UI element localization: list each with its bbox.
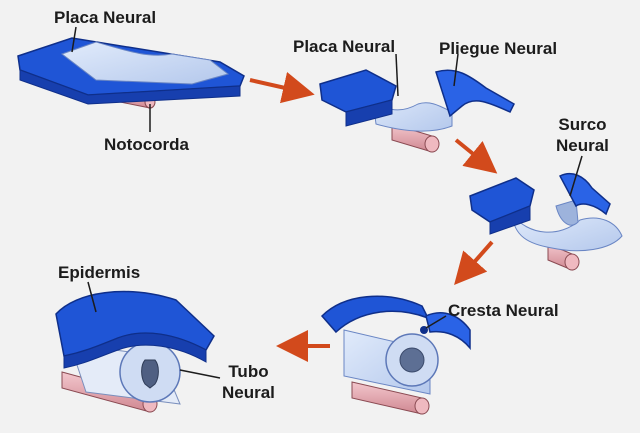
neural-fold-right-3 <box>558 172 611 216</box>
stage-2-neural-folds <box>319 69 515 153</box>
label-surco-line2: Neural <box>556 136 609 155</box>
label-tubo-line2: Neural <box>222 383 275 402</box>
arrow-2 <box>454 138 498 174</box>
epidermis-left-4 <box>320 295 430 334</box>
pointer-lines <box>71 26 583 379</box>
neural-fold-right-2 <box>435 69 515 118</box>
label-surco-neural: Surco Neural <box>556 114 609 156</box>
neural-plate-2 <box>371 91 453 132</box>
notochord-2 <box>391 123 440 153</box>
label-tubo-line1: Tubo <box>228 362 269 381</box>
stage-4-neural-crest <box>320 295 471 415</box>
notochord-4 <box>351 381 430 415</box>
stage-1-neural-plate <box>17 37 245 109</box>
label-placa-neural-1: Placa Neural <box>54 8 157 27</box>
neural-plate-1 <box>60 41 230 85</box>
label-tubo-neural: Tubo Neural <box>222 361 275 403</box>
label-placa-neural-2: Placa Neural <box>293 37 396 56</box>
label-notocorda: Notocorda <box>104 135 189 154</box>
arrow-1 <box>249 71 315 104</box>
label-pliegue-neural: Pliegue Neural <box>439 39 558 58</box>
stage-3-neural-groove <box>469 172 623 271</box>
arrow-3 <box>454 240 494 285</box>
stage-5-neural-tube <box>55 290 215 413</box>
label-cresta-neural: Cresta Neural <box>448 301 559 320</box>
label-surco-line1: Surco <box>558 115 607 134</box>
notochord-3 <box>547 243 580 271</box>
label-epidermis: Epidermis <box>58 263 141 282</box>
neural-plate-3 <box>511 212 623 252</box>
